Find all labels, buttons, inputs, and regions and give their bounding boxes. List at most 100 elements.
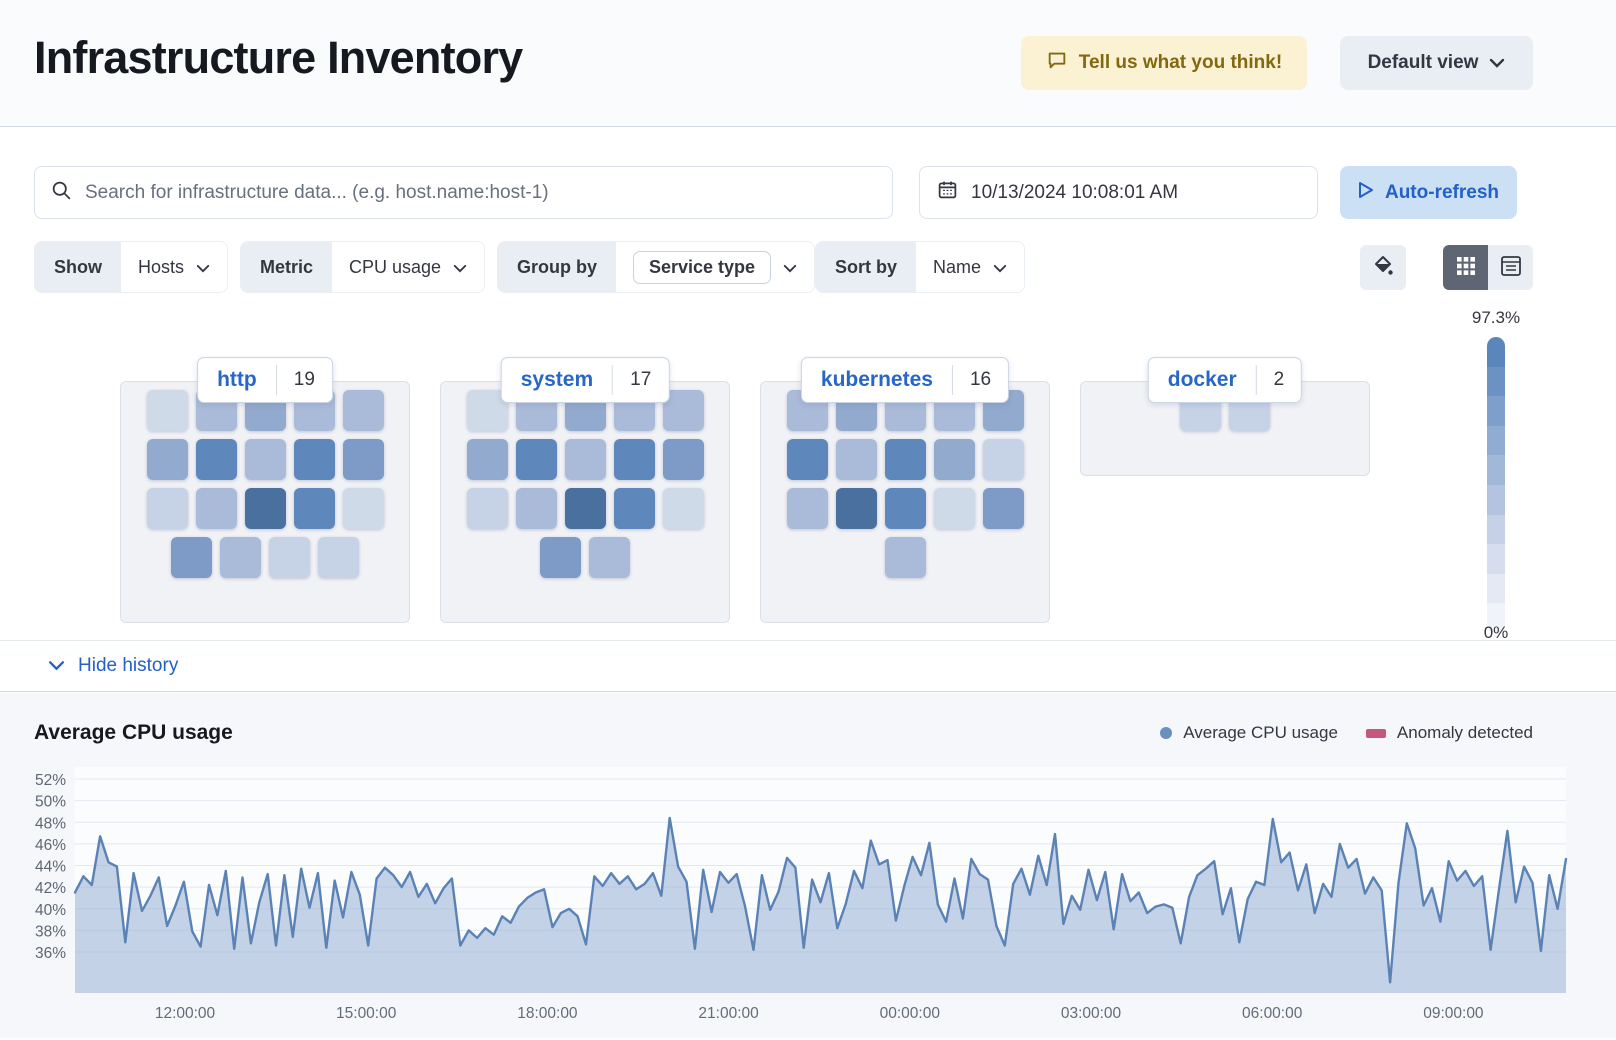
host-tile[interactable] <box>293 439 335 480</box>
host-tile[interactable] <box>786 488 828 529</box>
scale-step <box>1487 603 1505 633</box>
host-tile[interactable] <box>786 439 828 480</box>
date-picker-button[interactable]: 10/13/2024 10:08:01 AM <box>919 166 1318 219</box>
y-axis-tick-label: 36% <box>35 945 66 962</box>
host-tile[interactable] <box>244 488 286 529</box>
host-tile[interactable] <box>146 390 188 431</box>
host-tile[interactable] <box>884 488 926 529</box>
host-tile[interactable] <box>835 439 877 480</box>
chart-title: Average CPU usage <box>34 721 233 744</box>
legend-item-average-cpu[interactable]: Average CPU usage <box>1160 723 1338 743</box>
host-tile[interactable] <box>933 439 975 480</box>
show-filter-select[interactable]: Hosts <box>121 242 228 292</box>
host-tile[interactable] <box>146 488 188 529</box>
x-axis-tick-label: 18:00:00 <box>517 1005 578 1022</box>
metric-filter-select[interactable]: CPU usage <box>332 242 485 292</box>
feedback-button[interactable]: Tell us what you think! <box>1021 36 1307 90</box>
anomaly-legend-swatch <box>1365 728 1386 738</box>
scale-step <box>1487 455 1505 485</box>
y-axis-tick-label: 46% <box>35 837 66 854</box>
group-name-link[interactable]: http <box>217 368 257 391</box>
host-tile[interactable] <box>269 537 310 578</box>
auto-refresh-label: Auto-refresh <box>1384 181 1499 203</box>
tile-row <box>441 488 729 529</box>
host-tile[interactable] <box>195 439 237 480</box>
group-name-link[interactable]: docker <box>1167 368 1237 391</box>
host-tile[interactable] <box>835 488 877 529</box>
host-tile[interactable] <box>613 488 655 529</box>
search-input[interactable] <box>85 181 876 204</box>
chevron-down-icon <box>453 257 467 278</box>
host-tile[interactable] <box>515 439 557 480</box>
view-selector-label: Default view <box>1367 52 1479 73</box>
host-tile[interactable] <box>933 488 975 529</box>
host-tile[interactable] <box>244 439 286 480</box>
metric-filter-label: Metric <box>241 242 333 292</box>
host-tile[interactable] <box>982 488 1024 529</box>
host-tile[interactable] <box>466 390 508 431</box>
view-selector-button[interactable]: Default view <box>1340 36 1533 90</box>
badge-divider <box>951 365 953 395</box>
host-tile[interactable] <box>342 439 384 480</box>
host-tile[interactable] <box>293 488 335 529</box>
host-tile[interactable] <box>540 537 581 578</box>
legend-item-anomaly-label: Anomaly detected <box>1396 723 1533 742</box>
page-header: Infrastructure Inventory Tell us what yo… <box>0 0 1616 127</box>
host-tile[interactable] <box>589 537 630 578</box>
host-tile[interactable] <box>662 439 704 480</box>
host-tile[interactable] <box>466 439 508 480</box>
scale-max-label: 97.3% <box>1471 308 1521 327</box>
host-tile[interactable] <box>342 488 384 529</box>
host-tile[interactable] <box>466 488 508 529</box>
scale-step <box>1487 366 1505 397</box>
host-tile[interactable] <box>613 439 655 480</box>
groupby-filter-select[interactable]: Service type <box>616 242 815 292</box>
host-tile[interactable] <box>884 439 926 480</box>
scale-step <box>1487 425 1505 456</box>
host-tile[interactable] <box>564 439 606 480</box>
host-tile[interactable] <box>662 488 704 529</box>
host-tile[interactable] <box>662 390 704 431</box>
grid-view-button[interactable] <box>1443 245 1488 290</box>
host-tile[interactable] <box>982 439 1024 480</box>
scale-step <box>1487 544 1505 574</box>
sortby-filter-select[interactable]: Name <box>916 242 1025 292</box>
auto-refresh-button[interactable]: Auto-refresh <box>1340 166 1517 219</box>
badge-divider <box>612 365 614 395</box>
x-axis-tick-label: 06:00:00 <box>1242 1005 1303 1022</box>
x-axis-tick-label: 15:00:00 <box>336 1005 397 1022</box>
hide-history-toggle[interactable]: Hide history <box>0 640 1616 692</box>
chart-legend: Average CPU usage Anomaly detected <box>1160 723 1533 743</box>
group-name-link[interactable]: kubernetes <box>820 368 933 391</box>
host-tile[interactable] <box>146 439 188 480</box>
host-tile[interactable] <box>884 537 926 578</box>
list-view-button[interactable] <box>1488 245 1533 290</box>
host-tile[interactable] <box>342 390 384 431</box>
scale-min-label: 0% <box>1483 623 1509 642</box>
tile-row <box>121 488 409 529</box>
legend-item-anomaly[interactable]: Anomaly detected <box>1365 723 1533 743</box>
host-tile[interactable] <box>515 488 557 529</box>
host-tile[interactable] <box>564 488 606 529</box>
groupby-filter-value[interactable]: Service type <box>633 250 772 284</box>
tile-row <box>121 537 409 578</box>
host-tile[interactable] <box>195 488 237 529</box>
x-axis-tick-label: 12:00:00 <box>155 1005 216 1022</box>
cpu-area-fill <box>75 817 1566 993</box>
groupby-filter-group: Group by Service type <box>497 241 816 293</box>
group-name-link[interactable]: system <box>520 368 594 391</box>
host-tile[interactable] <box>171 537 212 578</box>
y-axis-tick-label: 40% <box>35 902 66 919</box>
list-view-icon <box>1500 255 1522 280</box>
grid-view-icon <box>1455 255 1477 280</box>
metric-filter-value: CPU usage <box>349 256 442 277</box>
host-tile[interactable] <box>318 537 359 578</box>
date-picker-value: 10/13/2024 10:08:01 AM <box>971 181 1179 203</box>
legend-color-button[interactable] <box>1360 245 1406 290</box>
host-tile[interactable] <box>220 537 261 578</box>
